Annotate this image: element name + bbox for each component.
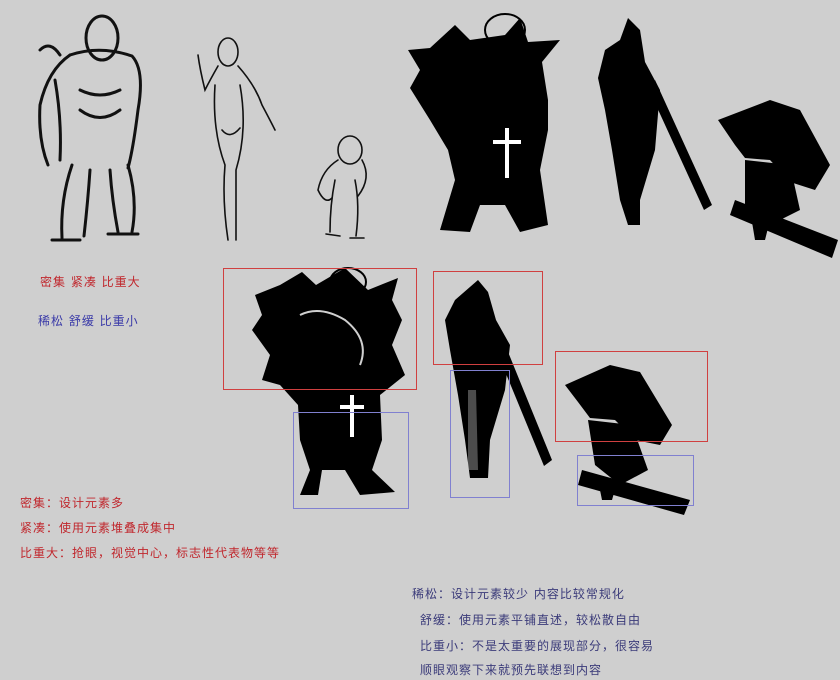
silhouette-armored-knight [408,13,560,232]
silhouette-staff-maiden-large [445,280,552,478]
loose-area-frame-knight [293,412,409,509]
dense-area-frame-knight [223,268,417,390]
note-light-weight-continuation: 顺眼观察下来就预先联想到内容 [420,663,603,677]
loose-area-frame-beast [577,455,694,506]
silhouette-beast-rider [718,100,838,258]
note-relaxed-definition: 舒缓：使用元素平铺直述，较松散自由 [420,613,642,627]
legend-loose: 稀松 舒缓 比重小 [38,314,139,328]
silhouette-beast-rider-large [565,365,690,515]
dense-area-frame-maiden [433,271,543,365]
legend-dense: 密集 紧凑 比重大 [40,275,141,289]
note-dense-definition: 密集：设计元素多 [20,496,125,510]
loose-area-frame-maiden [450,370,510,498]
silhouette-armored-knight-large [252,267,405,495]
note-compact-definition: 紧凑：使用元素堆叠成集中 [20,521,177,535]
note-sparse-definition: 稀松：设计元素较少 内容比较常规化 [412,587,625,601]
note-light-weight-definition: 比重小：不是太重要的展现部分，很容易 [420,639,655,653]
note-heavy-weight-definition: 比重大：抢眼，视觉中心，标志性代表物等等 [20,546,281,560]
sketch-muscular-figure [38,14,142,242]
sketch-slim-figure [197,37,276,241]
silhouette-staff-maiden [598,18,712,225]
dense-area-frame-beast [555,351,708,442]
sketch-small-figure [317,135,367,239]
